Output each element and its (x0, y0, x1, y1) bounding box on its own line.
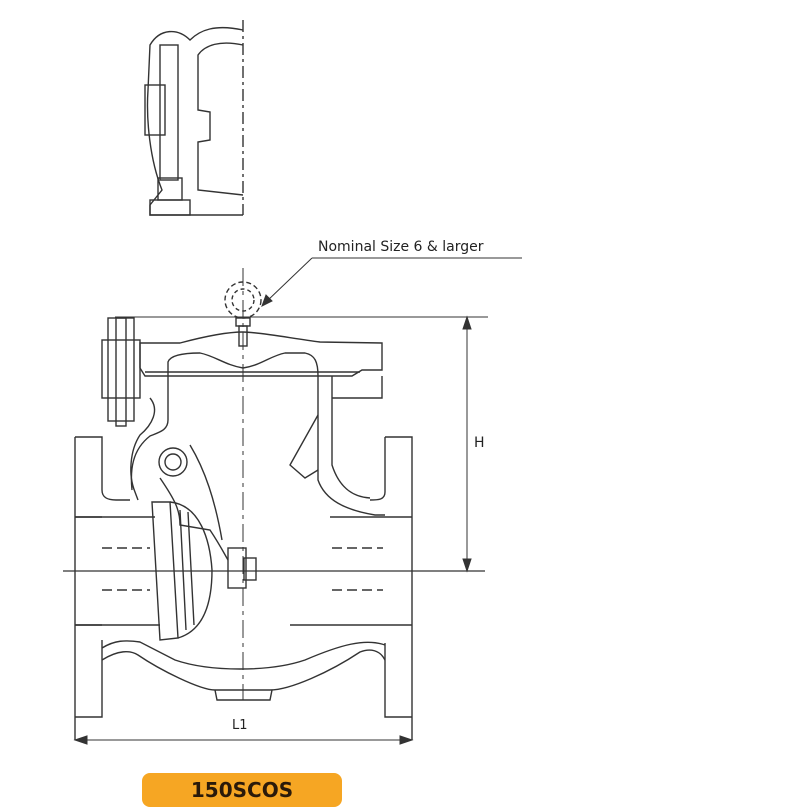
dimensions (73, 257, 522, 745)
callout-nominal-size: Nominal Size 6 & larger (318, 239, 484, 255)
dimension-label-h: H (474, 435, 485, 451)
valve-body (74, 281, 413, 740)
model-badge: 150SCOS (142, 773, 342, 807)
detail-view (144, 20, 244, 216)
dimension-label-l1: L1 (232, 718, 248, 733)
model-label: 150SCOS (190, 778, 294, 802)
